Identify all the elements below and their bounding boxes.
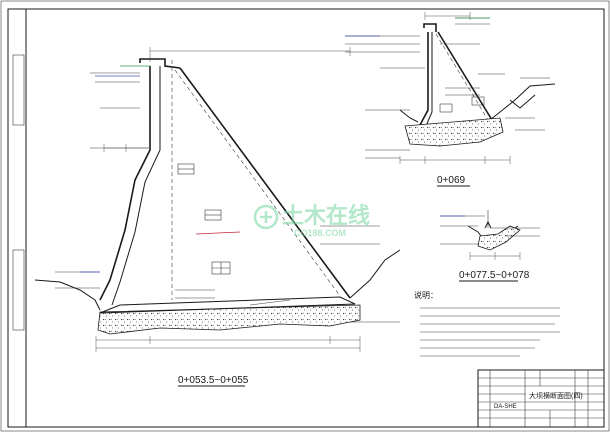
notes-heading: 说明：	[414, 290, 438, 300]
inner-border	[7, 8, 605, 428]
watermark: 土木在线 CO188.COM	[253, 203, 370, 238]
watermark-brand: 土木在线	[282, 203, 370, 228]
main-section-drawing	[34, 47, 401, 352]
drawing-title: 大坝横断面图(四)	[529, 391, 583, 400]
section-label-main: 0+053.5~0+055	[178, 375, 249, 386]
section-0-077-drawing	[440, 210, 540, 260]
watermark-logo-icon	[253, 204, 279, 230]
binding-margin-box	[12, 54, 25, 126]
title-block	[477, 369, 605, 428]
section-label-0-077: 0+077.5~0+078	[459, 270, 530, 281]
section-0-069-drawing	[345, 12, 556, 164]
title-cell-bg	[526, 387, 574, 401]
section-label-0-069: 0+069	[437, 175, 466, 186]
binding-margin-box-lower	[12, 249, 25, 331]
drawing-number: DA-SHE	[494, 404, 517, 410]
watermark-site: CO188.COM	[294, 228, 346, 238]
notes-block: 说明：	[414, 290, 560, 357]
